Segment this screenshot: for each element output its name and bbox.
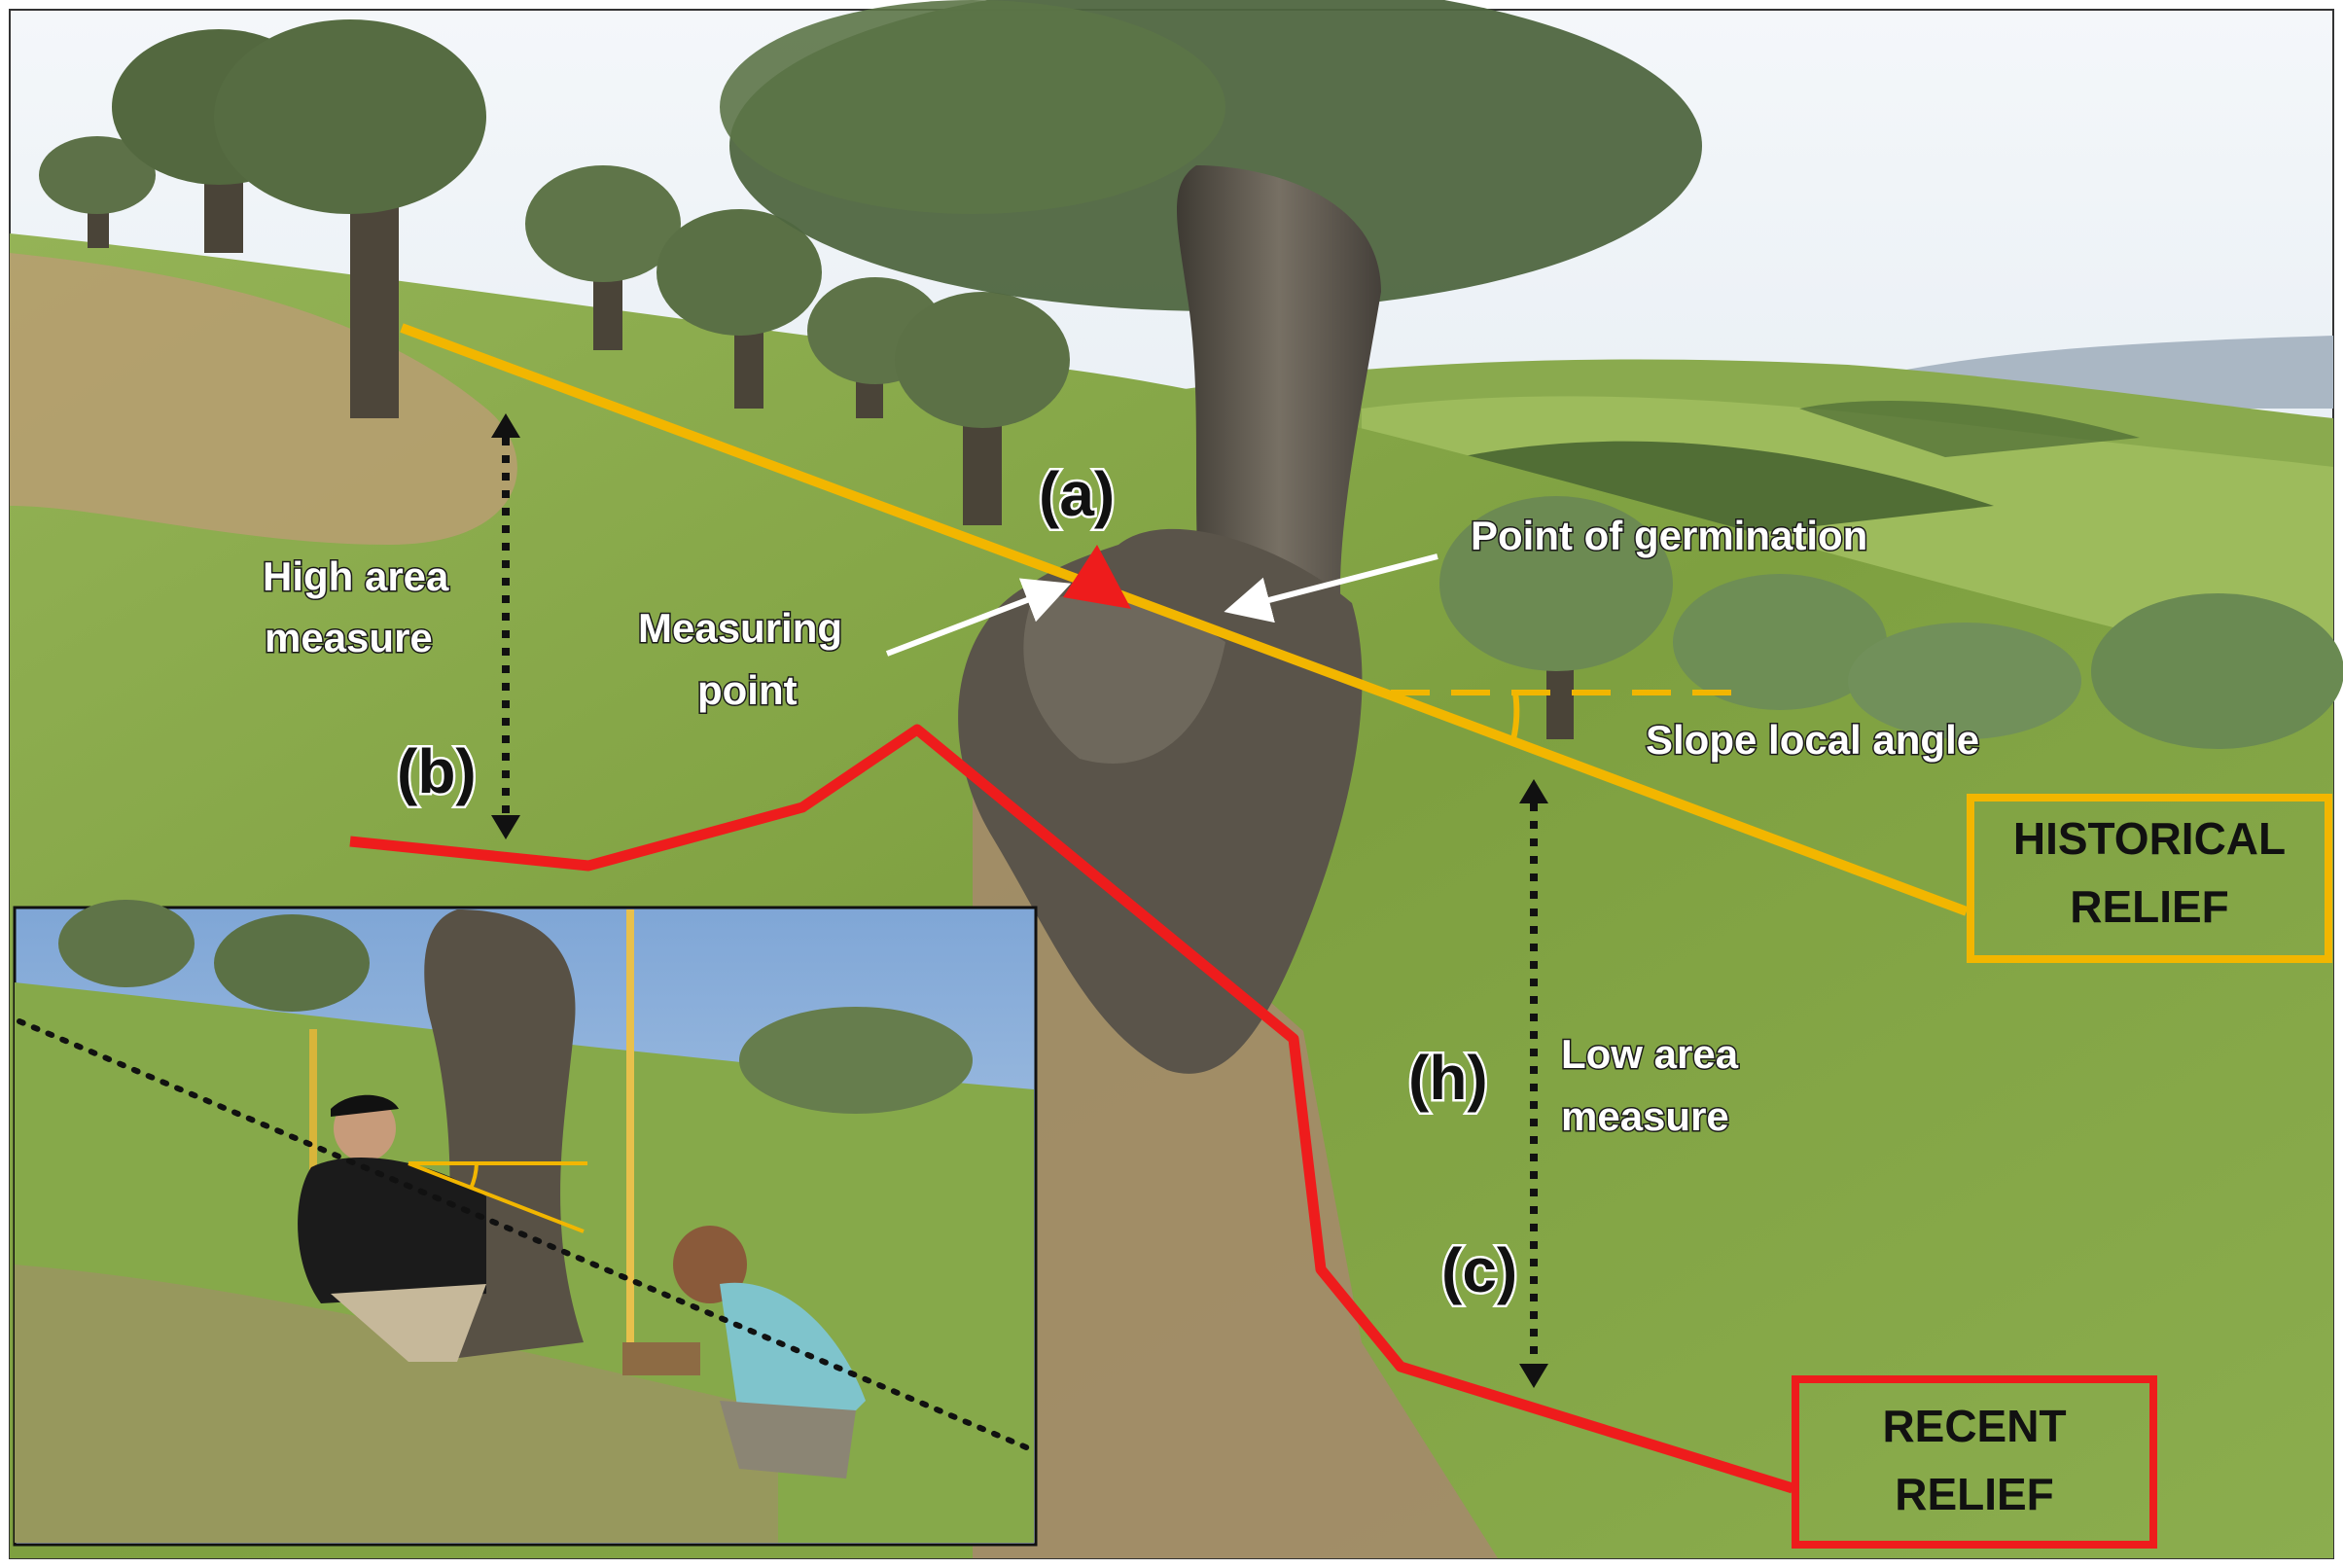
low-area-label-line1: Low area	[1561, 1031, 1739, 1077]
high-area-label-line2: measure	[265, 615, 433, 660]
slope-angle-label: Slope local angle	[1646, 717, 1979, 763]
label-h: (h)	[1408, 1043, 1488, 1113]
germination-label: Point of germination	[1471, 513, 1867, 558]
historical-relief-label-line1: HISTORICAL	[2013, 813, 2286, 864]
person-left	[298, 1094, 486, 1362]
recent-relief-label-line1: RECENT	[1882, 1401, 2066, 1451]
eroded-bank	[10, 253, 517, 545]
label-c: (c)	[1441, 1235, 1517, 1305]
inset-photo	[13, 900, 1038, 1547]
main-olive-tree	[720, 0, 1702, 1074]
historical-relief-label-line2: RELIEF	[2070, 881, 2229, 932]
low-area-measure-arrow	[1519, 779, 1548, 1388]
label-b: (b)	[397, 736, 477, 806]
germination-arrow	[1224, 553, 1438, 624]
measuring-point-marker	[1063, 545, 1131, 609]
measuring-point-arrow	[885, 578, 1072, 657]
high-area-measure-arrow	[491, 413, 520, 839]
measuring-point-label-line1: Measuring	[638, 605, 842, 651]
recent-relief-line	[349, 724, 1794, 1494]
olive-trees-background	[39, 19, 2343, 749]
recent-relief-label-line2: RELIEF	[1895, 1469, 2054, 1519]
label-a: (a)	[1039, 459, 1115, 529]
measuring-point-label-line2: point	[697, 667, 798, 713]
historical-relief-line	[400, 323, 1969, 916]
historical-relief-box	[1967, 794, 2332, 963]
high-area-label-line1: High area	[263, 553, 449, 599]
low-area-label-line2: measure	[1561, 1093, 1729, 1139]
recent-relief-box	[1792, 1375, 2157, 1549]
person-right	[622, 1226, 866, 1479]
